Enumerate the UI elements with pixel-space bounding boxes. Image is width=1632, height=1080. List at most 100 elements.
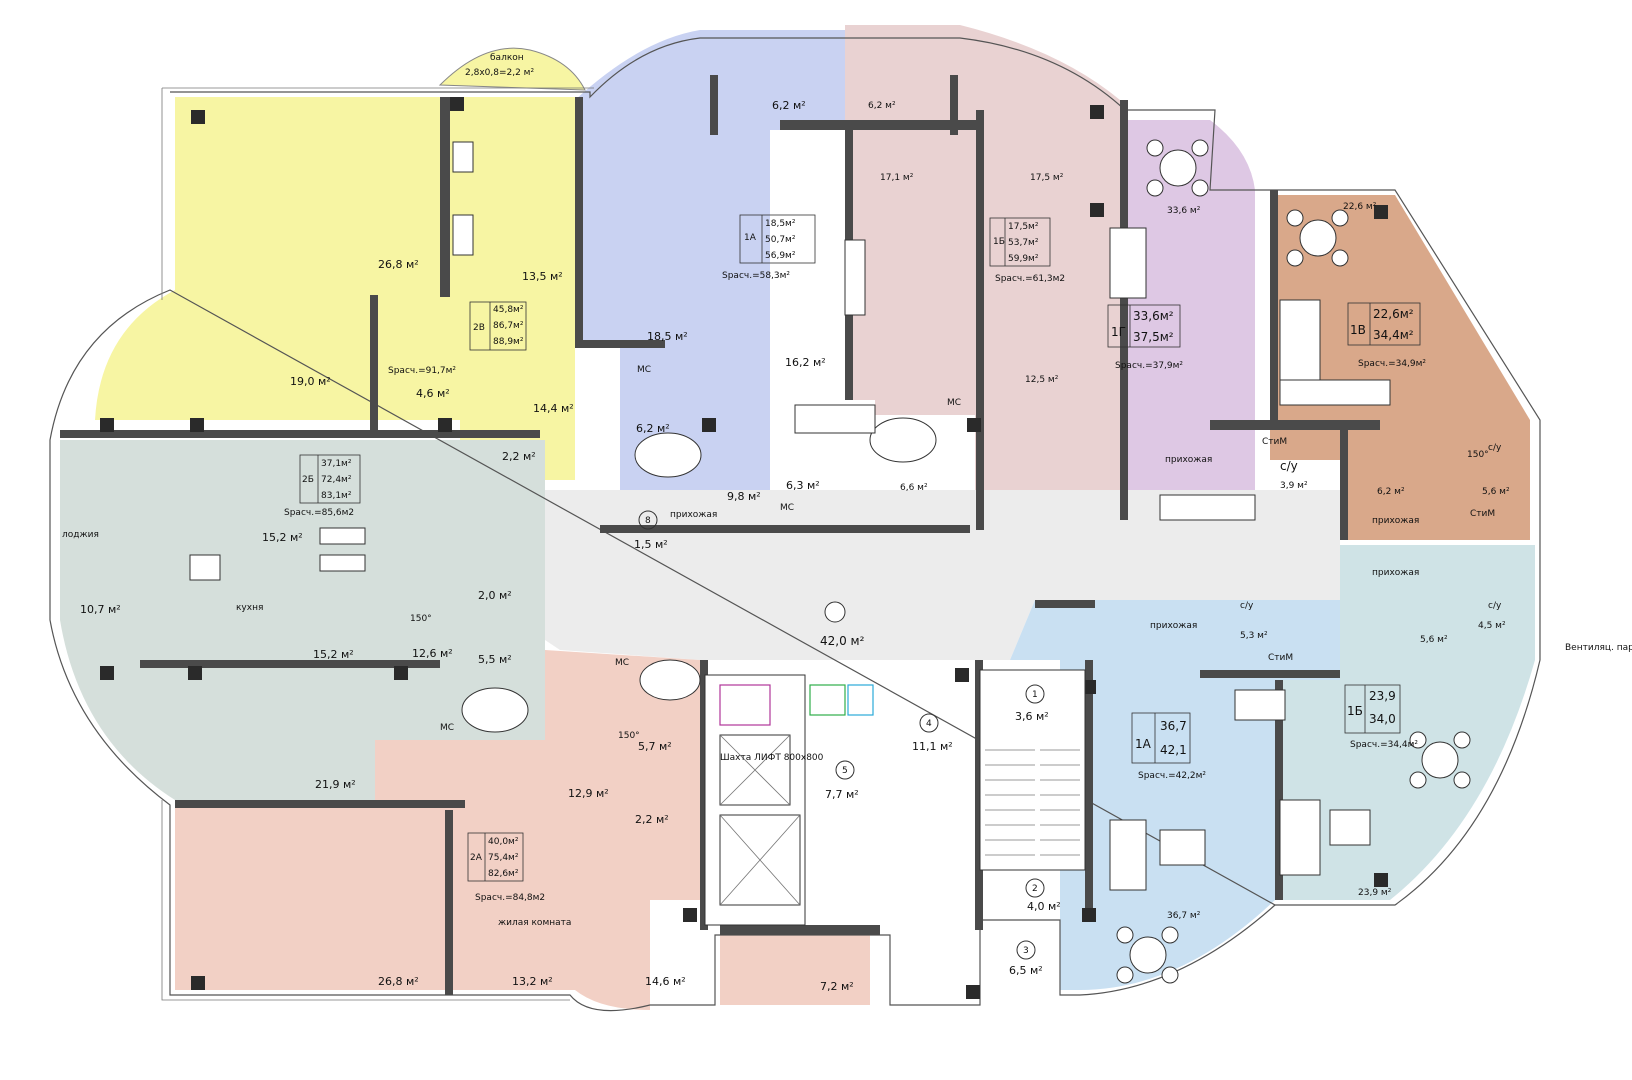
room-area: 4,6 м² xyxy=(416,387,450,400)
apt-2b-info: 2Б 37,1м² 72,4м² 83,1м² Sрасч.=85,6м2 xyxy=(284,454,361,518)
room-area: 6,2 м² xyxy=(868,101,896,111)
apt-1a-line1: 18,5м² xyxy=(765,219,796,229)
room-areas: 26,8 м² 13,5 м² 19,0 м² 4,6 м² 14,4 м² 2… xyxy=(80,99,1510,993)
apt-1b-line1: 17,5м² xyxy=(1008,222,1039,232)
room-area: 5,3 м² xyxy=(1240,631,1268,641)
room-area: 17,1 м² xyxy=(880,173,914,183)
room-area: 2,0 м² xyxy=(478,589,512,602)
apt-1b-line2: 53,7м² xyxy=(1008,238,1039,248)
room-area: 13,2 м² xyxy=(512,975,553,988)
shaft-note: Шахта ЛИФТ 800х800 xyxy=(720,753,824,763)
room-area: 6,2 м² xyxy=(772,99,806,112)
room-area: 15,2 м² xyxy=(262,531,303,544)
room-area: 15,2 м² xyxy=(313,648,354,661)
apt-1a-right-calc: Sрасч.=42,2м² xyxy=(1138,771,1206,781)
apt-2a-info: 2А 40,0м² 75,4м² 82,6м² Sрасч.=84,8м2 xyxy=(467,832,545,903)
apt-1a-right-info: 1А 36,7 42,1 Sрасч.=42,2м² xyxy=(1131,712,1206,781)
stn-label: СтиМ xyxy=(1268,653,1293,663)
apt-2v-id: 2В xyxy=(473,323,485,333)
apartment-2a-zone xyxy=(175,650,700,1010)
apt-1v-id: 1В xyxy=(1350,323,1366,337)
room-bottom-zone xyxy=(720,935,870,1005)
room-area: 14,4 м² xyxy=(533,402,574,415)
stairwell xyxy=(704,669,1086,926)
apt-1g-line1: 33,6м² xyxy=(1133,309,1174,323)
room-area: 17,5 м² xyxy=(1030,173,1064,183)
room-area: 22,6 м² xyxy=(1343,202,1377,212)
room-area: 5,5 м² xyxy=(478,653,512,666)
apt-2v-line3: 88,9м² xyxy=(493,337,524,347)
wc-label: с/у xyxy=(1488,601,1502,611)
stair-marker-number: 2 xyxy=(1032,884,1038,894)
room-area: 14,6 м² xyxy=(645,975,686,988)
apt-2b-line1: 37,1м² xyxy=(321,459,352,469)
apt-2a-calc: Sрасч.=84,8м2 xyxy=(475,893,545,903)
apt-1a-line3: 56,9м² xyxy=(765,251,796,261)
apt-2v-line1: 45,8м² xyxy=(493,305,524,315)
room-area: 6,3 м² xyxy=(786,479,820,492)
apt-2b-line2: 72,4м² xyxy=(321,475,352,485)
stn-label: СтиМ xyxy=(1470,509,1495,519)
room-area: 7,7 м² xyxy=(825,788,859,801)
apt-2b-line3: 83,1м² xyxy=(321,491,352,501)
stair-marker-number: 4 xyxy=(926,719,932,729)
room-area: 1,5 м² xyxy=(634,538,668,551)
apartment-1v-zone xyxy=(1270,195,1530,540)
apt-1b-line3: 59,9м² xyxy=(1008,254,1039,264)
apt-2b-calc: Sрасч.=85,6м2 xyxy=(284,508,354,518)
room-area: 12,6 м² xyxy=(412,647,453,660)
balcony-area: 2,8х0,8=2,2 м² xyxy=(465,68,534,78)
wall-outlines xyxy=(49,37,1541,1012)
stair-markers: 1 2 3 4 5 8 xyxy=(638,510,1045,960)
hall-label: прихожая xyxy=(1372,568,1419,578)
room-area: 26,8 м² xyxy=(378,258,419,271)
room-area: 6,2 м² xyxy=(636,422,670,435)
angle-label: 150° xyxy=(618,731,640,741)
room-area: 4,5 м² xyxy=(1478,621,1506,631)
mc-label: МС xyxy=(947,398,961,408)
room-names: лоджия кухня прихожая прихожая прихожая … xyxy=(62,365,1632,928)
room-area: 9,8 м² xyxy=(727,490,761,503)
room-area: 16,2 м² xyxy=(785,356,826,369)
room-area: 23,9 м² xyxy=(1358,888,1392,898)
mc-label: МС xyxy=(615,658,629,668)
apt-1b-info: 1Б 17,5м² 53,7м² 59,9м² Sрасч.=61,3м2 xyxy=(989,217,1065,284)
room-area: 10,7 м² xyxy=(80,603,121,616)
wc-label: с/у xyxy=(1488,443,1502,453)
stair-marker-number: 1 xyxy=(1032,690,1038,700)
apt-2v-calc: Sрасч.=91,7м² xyxy=(388,366,456,376)
room-area: 36,7 м² xyxy=(1167,911,1201,921)
room-area: 6,6 м² xyxy=(900,483,928,493)
apt-1b-right-line2: 34,0 xyxy=(1369,712,1396,726)
apt-2v-line2: 86,7м² xyxy=(493,321,524,331)
room-area: 33,6 м² xyxy=(1167,206,1201,216)
stair-marker-number: 8 xyxy=(645,516,651,526)
room-area: 5,6 м² xyxy=(1420,635,1448,645)
apartment-1a-top-zone xyxy=(575,30,845,560)
apt-1g-id: 1Г xyxy=(1111,325,1126,339)
wc-label: с/у xyxy=(1240,601,1254,611)
apt-1b-right-line1: 23,9 xyxy=(1369,689,1396,703)
room-area: 4,0 м² xyxy=(1027,900,1061,913)
apt-1v-info: 1В 22,6м² 34,4м² Sрасч.=34,9м² xyxy=(1347,302,1426,369)
apt-2a-line3: 82,6м² xyxy=(488,869,519,879)
apt-2a-line2: 75,4м² xyxy=(488,853,519,863)
room-area: 7,2 м² xyxy=(820,980,854,993)
apt-2v-info: 2В 45,8м² 86,7м² 88,9м² Sрасч.=91,7м² xyxy=(388,301,527,376)
kitchen-label: кухня xyxy=(236,603,263,613)
stair-marker-number: 3 xyxy=(1023,946,1029,956)
room-area: 5,7 м² xyxy=(638,740,672,753)
apt-1b-calc: Sрасч.=61,3м2 xyxy=(995,274,1065,284)
loggia-label: лоджия xyxy=(62,530,99,540)
apt-1a-id: 1А xyxy=(744,233,757,243)
room-area: 13,5 м² xyxy=(522,270,563,283)
apartment-2v-zone xyxy=(95,97,575,480)
apt-2b-id: 2Б xyxy=(302,475,314,485)
apt-1a-line2: 50,7м² xyxy=(765,235,796,245)
angle-label: 150° xyxy=(410,614,432,624)
room-area: 3,6 м² xyxy=(1015,710,1049,723)
hall-label: прихожая xyxy=(1150,621,1197,631)
hall-label: прихожая xyxy=(1372,516,1419,526)
room-area: 6,2 м² xyxy=(1377,487,1405,497)
